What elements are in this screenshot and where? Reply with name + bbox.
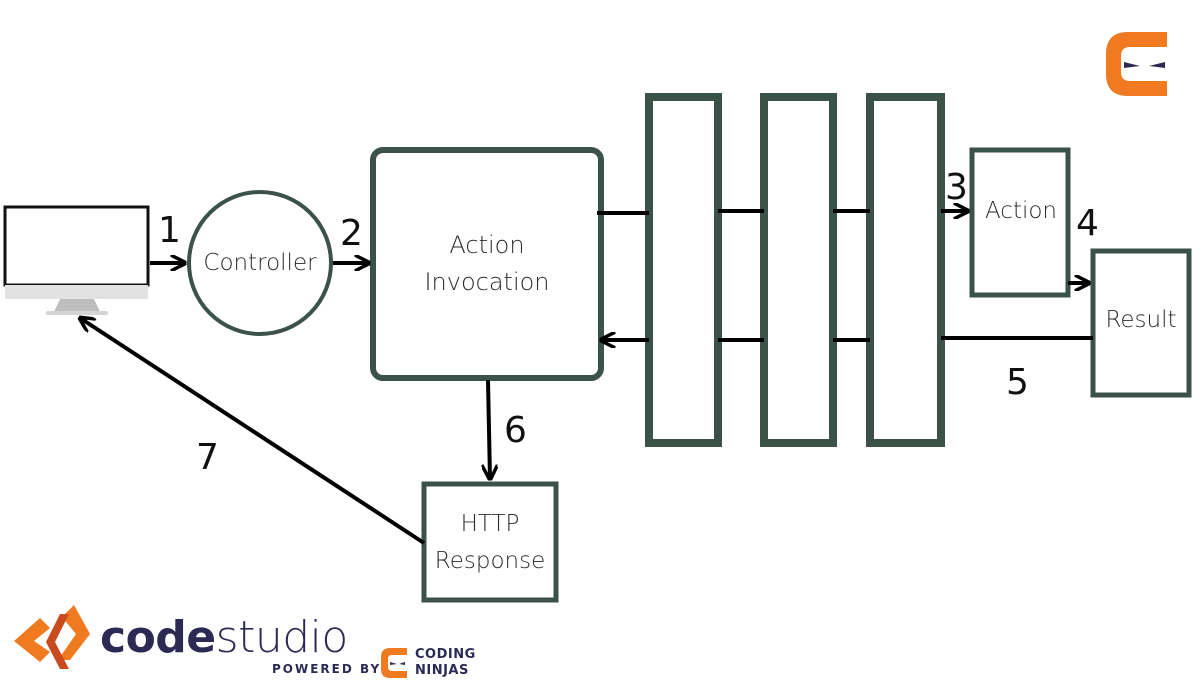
action-node (969, 147, 1071, 298)
coding-ninjas-wordmark: CODING NINJAS (415, 647, 476, 678)
codestudio-branding: codestudio POWERED BY CODING NINJAS (10, 600, 490, 690)
http-response-label: HTTP Response (434, 511, 546, 574)
interceptor-bar-3 (866, 93, 945, 447)
result-label: Result (1105, 307, 1177, 333)
step-4-label: 4 (1076, 203, 1099, 244)
http-response-node (421, 481, 559, 603)
powered-by-label: POWERED BY (272, 662, 382, 676)
coding-ninjas-logo-icon (1106, 32, 1167, 96)
result-node (1090, 248, 1192, 398)
step-1-label: 1 (158, 210, 181, 251)
controller-label: Controller (203, 250, 317, 276)
interceptor-bar-1 (645, 93, 722, 447)
controller-node (187, 190, 333, 336)
arrow-6 (488, 379, 490, 479)
step-6-label: 6 (504, 410, 527, 451)
interceptor-bar-2 (760, 93, 837, 447)
step-3-label: 3 (945, 167, 968, 208)
codestudio-wordmark: codestudio (100, 612, 348, 663)
action-invocation-label: Action Invocation (424, 231, 550, 296)
action-label: Action (984, 198, 1058, 224)
monitor-icon (3, 205, 150, 315)
step-2-label: 2 (340, 213, 363, 254)
codestudio-logo-icon (14, 605, 90, 669)
step-7-label: 7 (196, 437, 219, 478)
arrow-7 (80, 318, 426, 545)
action-invocation-node (370, 147, 604, 381)
step-5-label: 5 (1006, 362, 1029, 403)
coding-ninjas-small-logo-icon (381, 648, 407, 678)
